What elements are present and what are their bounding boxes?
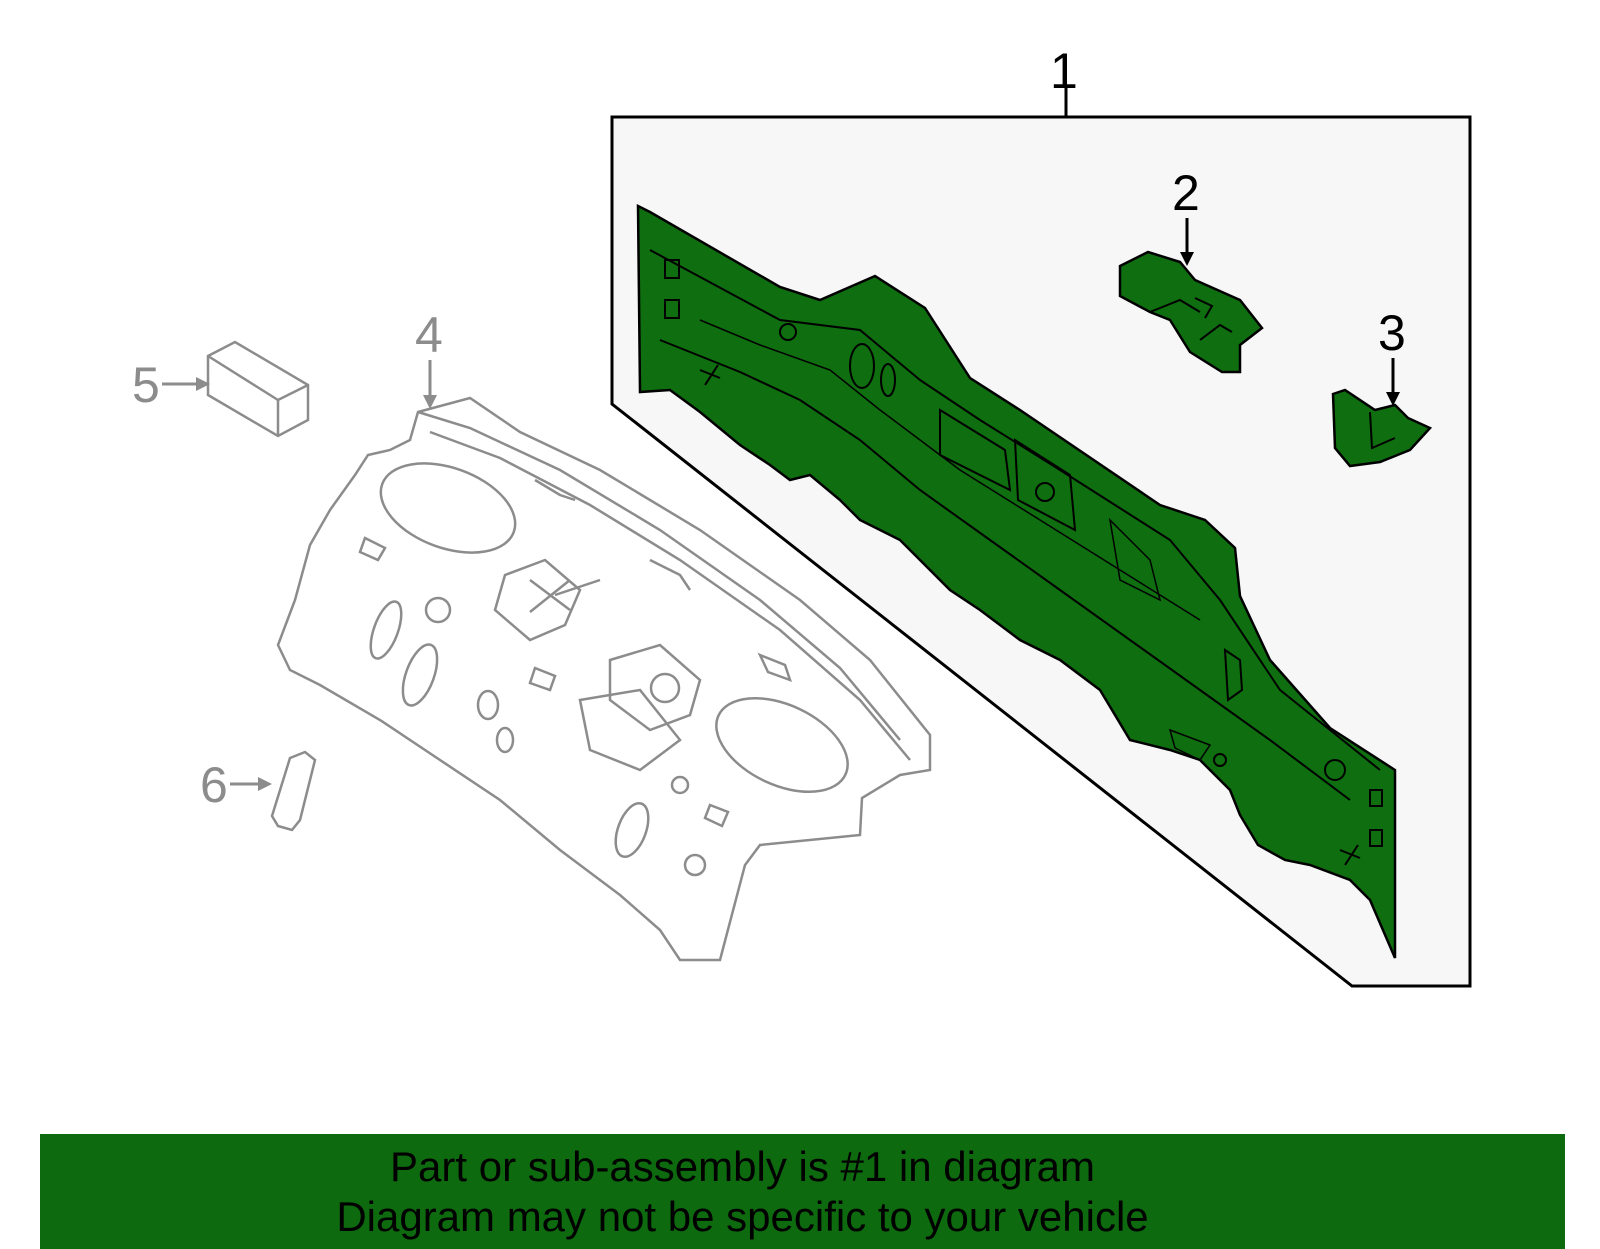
callout-2-label: 2: [1172, 165, 1200, 221]
callout-6-arrowhead: [258, 777, 272, 791]
part-3-corner-bracket[interactable]: [1331, 388, 1433, 468]
callout-2-arrowhead: [1180, 252, 1194, 266]
callout-1-label: 1: [1050, 43, 1078, 99]
callout-4-arrowhead: [423, 395, 437, 409]
part-4-package-tray[interactable]: [276, 396, 932, 962]
callout-3-arrowhead: [1386, 392, 1400, 406]
banner-line-1: Part or sub-assembly is #1 in diagram: [390, 1142, 1095, 1190]
part-6-pad[interactable]: [270, 750, 317, 832]
callout-4-label: 4: [415, 307, 443, 363]
callout-6-label: 6: [200, 757, 228, 813]
part-2-bracket[interactable]: [1118, 250, 1264, 374]
callout-5-label: 5: [132, 357, 160, 413]
callout-5-arrowhead: [196, 377, 210, 391]
part-1-rear-panel[interactable]: [636, 203, 1397, 959]
part-5-block[interactable]: [206, 340, 310, 438]
info-banner: Part or sub-assembly is #1 in diagram Di…: [40, 1134, 1565, 1249]
callout-3-label: 3: [1378, 305, 1406, 361]
banner-line-2: Diagram may not be specific to your vehi…: [336, 1192, 1149, 1240]
